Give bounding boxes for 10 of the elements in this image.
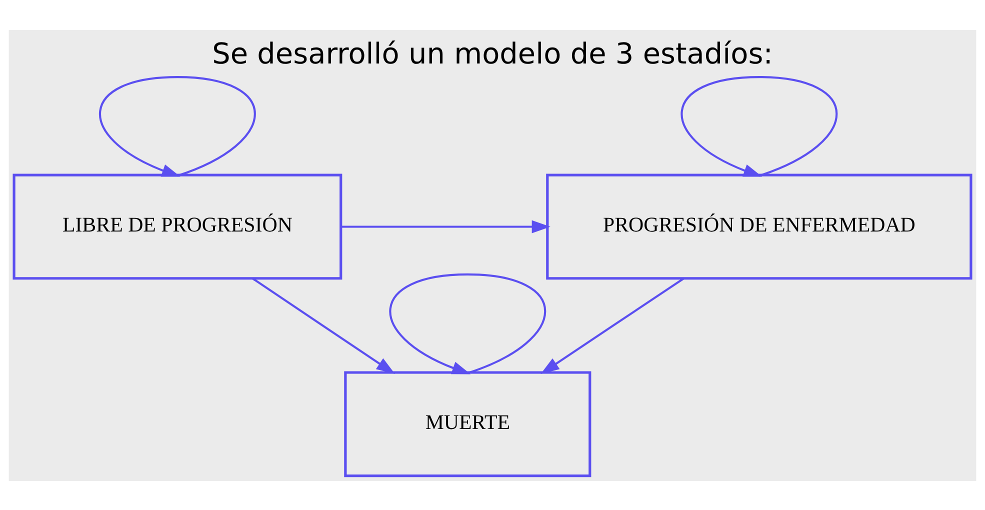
arrow [99, 76, 256, 176]
node-box: LIBRE DE PROGRESIÓN [12, 173, 342, 280]
arrow [389, 272, 546, 374]
node-box: PROGRESIÓN DE ENFERMEDAD [546, 173, 972, 280]
diagram-title: Se desarrolló un modelo de 3 estadíos: [212, 36, 773, 70]
arrow [680, 76, 838, 176]
arrow [341, 220, 550, 233]
arrow [540, 277, 684, 374]
node-box: MUERTE [344, 370, 592, 477]
arrow [252, 277, 395, 374]
